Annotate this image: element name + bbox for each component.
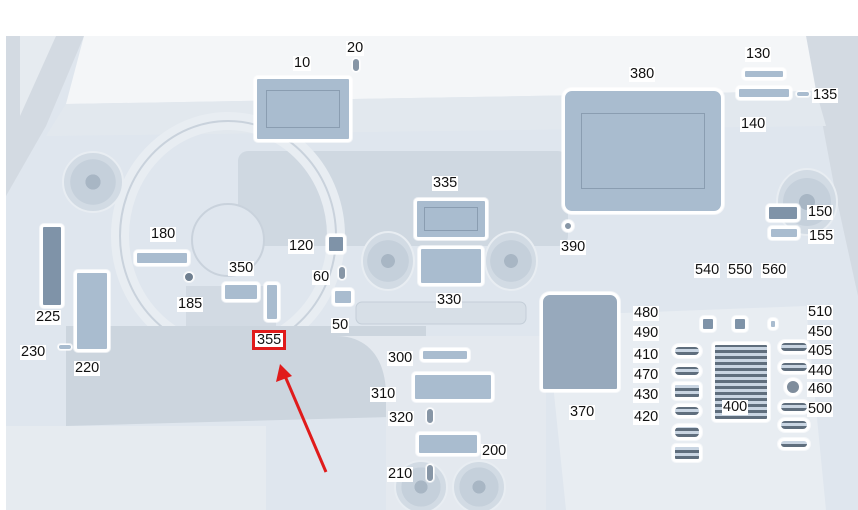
- center-left-air-vent: [361, 231, 415, 291]
- part-220-fuse-box[interactable]: [74, 270, 110, 352]
- part-60-clip[interactable]: [338, 266, 346, 280]
- callout-300[interactable]: 300: [387, 350, 414, 366]
- part-405-grommet[interactable]: [784, 378, 802, 396]
- callout-405[interactable]: 405: [807, 343, 834, 359]
- callout-120[interactable]: 120: [288, 238, 315, 254]
- part-200-usb-module[interactable]: [416, 432, 480, 456]
- part-150-switch[interactable]: [766, 204, 800, 222]
- part-135-clip[interactable]: [796, 91, 810, 97]
- callout-390[interactable]: 390: [560, 239, 587, 255]
- part-370-cover[interactable]: [540, 292, 620, 392]
- callout-410[interactable]: 410: [633, 347, 660, 363]
- part-330-display-unit[interactable]: [418, 246, 484, 286]
- part-560-fuse[interactable]: [768, 318, 778, 330]
- callout-320[interactable]: 320: [388, 410, 415, 426]
- part-420-connector[interactable]: [672, 444, 702, 462]
- part-500-connector[interactable]: [778, 438, 810, 450]
- callout-230[interactable]: 230: [20, 344, 47, 360]
- part-460-connector[interactable]: [778, 418, 810, 432]
- part-380-module-housing[interactable]: [562, 88, 724, 214]
- callout-480[interactable]: 480: [633, 305, 660, 321]
- part-210-screw[interactable]: [426, 464, 434, 482]
- part-335-control-panel[interactable]: [414, 198, 488, 240]
- part-320-screw[interactable]: [426, 408, 434, 424]
- callout-330[interactable]: 330: [436, 292, 463, 308]
- part-180-switch-module[interactable]: [134, 250, 190, 266]
- callout-220[interactable]: 220: [74, 360, 101, 376]
- callout-350[interactable]: 350: [228, 260, 255, 276]
- part-185-screw[interactable]: [184, 272, 194, 282]
- callout-380[interactable]: 380: [629, 66, 656, 82]
- part-350-switch-bracket[interactable]: [222, 282, 260, 302]
- callout-185[interactable]: 185: [177, 296, 204, 312]
- callout-210[interactable]: 210: [387, 466, 414, 482]
- callout-400[interactable]: 400: [722, 399, 749, 415]
- part-430-connector[interactable]: [672, 424, 702, 440]
- dashboard-scene: [6, 36, 858, 510]
- part-490-connector[interactable]: [672, 364, 702, 378]
- callout-180[interactable]: 180: [150, 226, 177, 242]
- part-140-bracket[interactable]: [736, 86, 792, 100]
- callout-540[interactable]: 540: [694, 262, 721, 278]
- callout-440[interactable]: 440: [807, 363, 834, 379]
- callout-140[interactable]: 140: [740, 116, 767, 132]
- callout-60[interactable]: 60: [312, 269, 331, 285]
- rear-right-air-vent: [452, 460, 506, 510]
- part-10-control-unit[interactable]: [254, 76, 352, 142]
- arrow-head-icon: [276, 364, 292, 382]
- callout-510[interactable]: 510: [807, 304, 834, 320]
- callout-50[interactable]: 50: [331, 317, 350, 333]
- part-230-screw[interactable]: [58, 344, 72, 350]
- callout-10[interactable]: 10: [293, 55, 312, 71]
- part-120-sensor[interactable]: [326, 234, 346, 254]
- left-air-vent: [62, 151, 124, 213]
- callout-420[interactable]: 420: [633, 409, 660, 425]
- callout-560[interactable]: 560: [761, 262, 788, 278]
- callout-460[interactable]: 460: [807, 381, 834, 397]
- callout-310[interactable]: 310: [370, 386, 397, 402]
- callout-450[interactable]: 450: [807, 324, 834, 340]
- part-480-connector[interactable]: [672, 344, 702, 358]
- callout-150[interactable]: 150: [807, 204, 834, 220]
- part-155-frame[interactable]: [768, 226, 800, 240]
- center-right-air-vent: [484, 231, 538, 291]
- callout-370[interactable]: 370: [569, 404, 596, 420]
- callout-20[interactable]: 20: [346, 40, 365, 56]
- part-470-connector[interactable]: [672, 404, 702, 418]
- callout-135[interactable]: 135: [812, 87, 839, 103]
- callout-335[interactable]: 335: [432, 175, 459, 191]
- part-130-sensor[interactable]: [742, 68, 786, 80]
- callout-430[interactable]: 430: [633, 387, 660, 403]
- highlight-arrow: [276, 364, 328, 473]
- right-air-vent: [776, 168, 838, 236]
- part-300-bracket[interactable]: [420, 348, 470, 362]
- part-50-connector[interactable]: [332, 288, 354, 306]
- part-310-switch-unit[interactable]: [412, 372, 494, 402]
- part-410-connector[interactable]: [672, 382, 702, 400]
- callout-500[interactable]: 500: [807, 401, 834, 417]
- callout-490[interactable]: 490: [633, 325, 660, 341]
- callout-550[interactable]: 550: [727, 262, 754, 278]
- part-20-screw[interactable]: [352, 58, 360, 72]
- part-225-module[interactable]: [40, 224, 64, 308]
- part-390-nut[interactable]: [562, 220, 574, 232]
- part-540-relay[interactable]: [700, 316, 716, 332]
- callout-225[interactable]: 225: [35, 309, 62, 325]
- callout-155[interactable]: 155: [808, 228, 835, 244]
- callout-355-highlighted[interactable]: 355: [252, 330, 287, 350]
- part-550-relay[interactable]: [732, 316, 748, 332]
- part-355-trim[interactable]: [264, 282, 280, 322]
- callout-130[interactable]: 130: [745, 46, 772, 62]
- callout-470[interactable]: 470: [633, 367, 660, 383]
- callout-200[interactable]: 200: [481, 443, 508, 459]
